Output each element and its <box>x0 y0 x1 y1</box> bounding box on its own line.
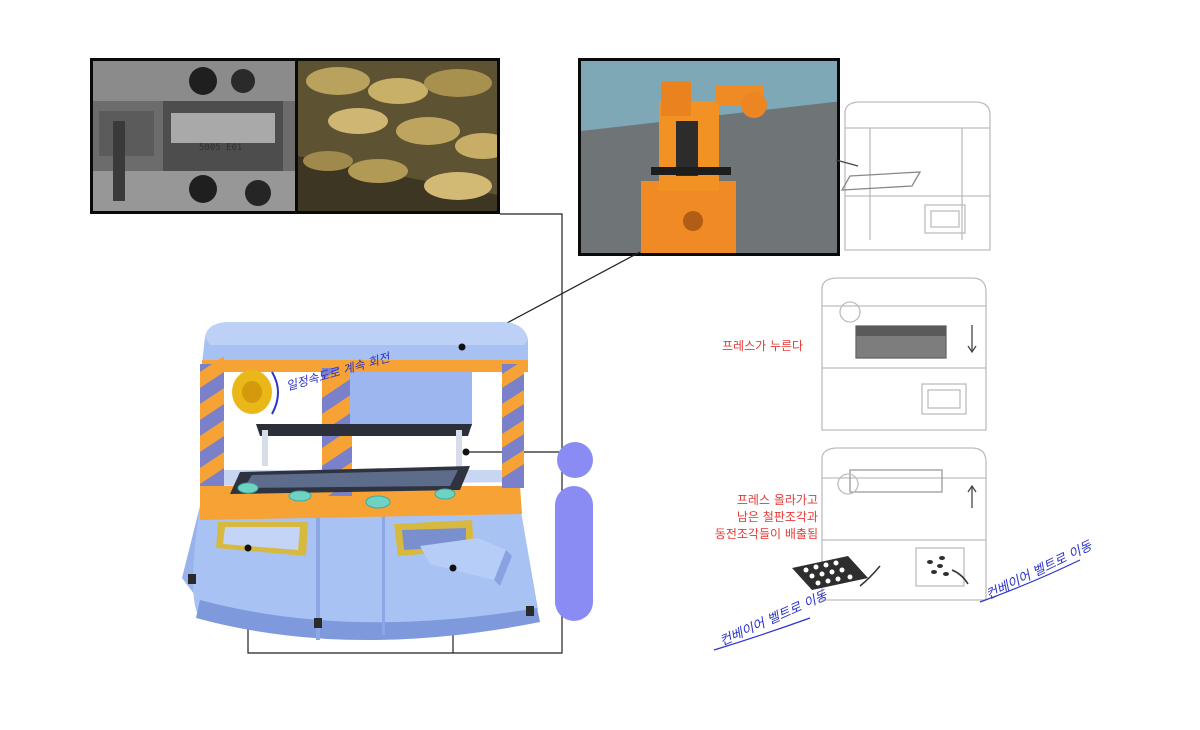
photo-coin-press-die: 5005 E01 <box>90 58 298 214</box>
right-discharge-chute <box>394 520 512 586</box>
sketch-step-3-press-up <box>821 447 987 601</box>
photo-orange-hand-press <box>578 58 840 256</box>
human-scale-figure <box>555 442 593 621</box>
coin-pieces-icon <box>927 556 969 585</box>
left-pillar-stripes <box>200 356 224 486</box>
right-pillar-stripes <box>502 360 524 488</box>
photo-coin-blanks <box>295 58 500 214</box>
label-press-up-line2: 남은 철판조각과 <box>736 510 818 524</box>
left-discharge-slot <box>216 522 308 556</box>
sketch-step-1 <box>835 101 991 251</box>
label-press-down: 프레스가 누른다 <box>722 339 804 353</box>
teal-guide-pins <box>237 482 456 509</box>
photo-die-stamp-text: 5005 E01 <box>199 143 243 153</box>
press-head <box>350 372 472 426</box>
sketch-step-2-press-down <box>821 277 987 431</box>
label-press-up-line1: 프레스 올라가고 <box>736 493 818 507</box>
label-press-up-line3: 동전조각들이 배출됨 <box>714 527 818 541</box>
label-press-up-discharge: 프레스 올라가고 남은 철판조각과 동전조각들이 배출됨 <box>684 492 818 543</box>
scrap-sheet-icon <box>792 556 881 590</box>
rotating-wheel-icon <box>232 370 279 415</box>
